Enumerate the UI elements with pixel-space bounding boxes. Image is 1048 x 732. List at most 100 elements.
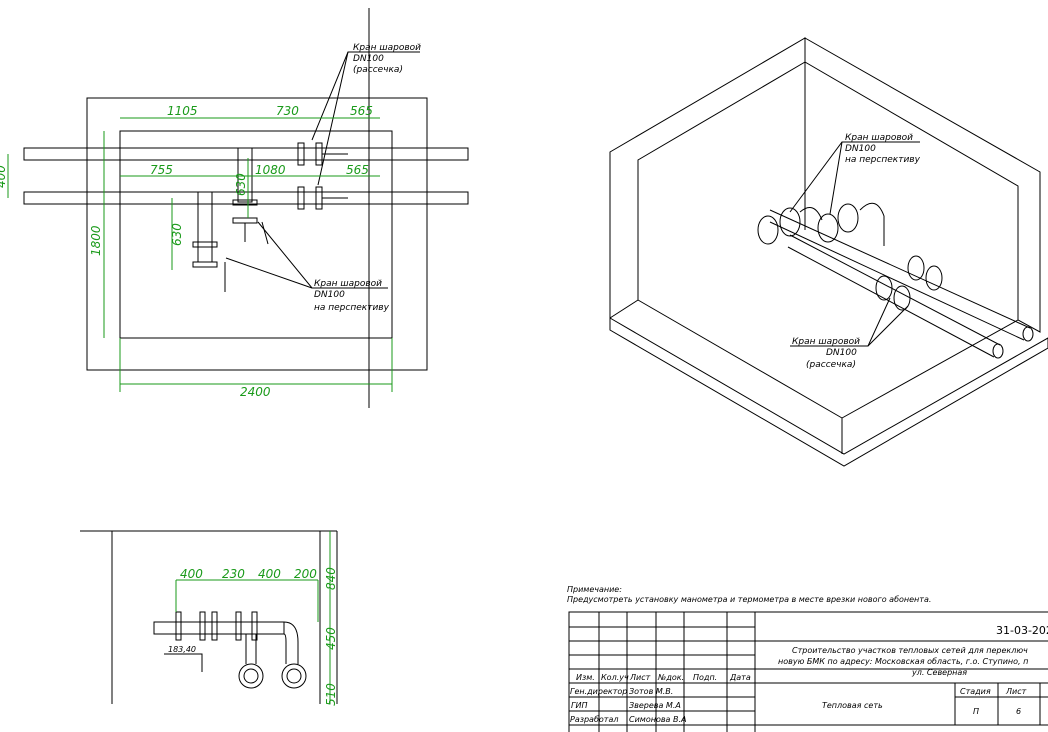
tb-project-line1: Строительство участков тепловых сетей дл… xyxy=(792,646,1028,655)
pipe-supply xyxy=(23,147,469,161)
flange-circle xyxy=(243,668,259,684)
dim-755: 755 xyxy=(150,163,173,177)
elbow xyxy=(799,207,823,221)
pipe-iso xyxy=(769,209,1031,329)
section-dim-450: 450 xyxy=(324,627,338,650)
valve-flange xyxy=(192,261,218,268)
flange-circle xyxy=(286,668,302,684)
section-elbow xyxy=(283,621,299,664)
pipe-end xyxy=(992,343,1004,359)
tb-list-value: 6 xyxy=(1016,707,1021,716)
chamber-inner xyxy=(119,130,393,339)
dim-1105: 1105 xyxy=(167,104,198,118)
valve-flange xyxy=(297,186,305,210)
leader-line xyxy=(867,305,909,347)
dim-400-left: 400 xyxy=(0,165,8,188)
note-text: Предусмотреть установку манометра и терм… xyxy=(567,595,931,604)
section-dim-400b: 400 xyxy=(258,567,281,581)
floor-edge xyxy=(637,299,843,419)
leader-line xyxy=(164,653,203,672)
valve-flange xyxy=(837,203,859,233)
section-dim-400a: 400 xyxy=(180,567,203,581)
valve-flange xyxy=(232,217,258,224)
title-block xyxy=(568,611,1048,732)
section-flange xyxy=(175,611,182,641)
tb-header-ndok: №док. xyxy=(657,673,684,682)
dim-1800: 1800 xyxy=(89,225,103,256)
floor-slab xyxy=(609,317,1048,467)
dim-630-riser: 630 xyxy=(234,173,248,196)
leader-line xyxy=(829,141,843,215)
flange-circle xyxy=(238,663,264,689)
dim-2400: 2400 xyxy=(240,385,271,399)
isometric-view xyxy=(609,37,1048,467)
valve-label-line1: Кран шаровой xyxy=(314,279,382,289)
dim-1080: 1080 xyxy=(255,163,286,177)
wall-right xyxy=(804,37,1041,333)
chamber-outer xyxy=(86,97,428,371)
valve-flange xyxy=(817,213,839,243)
floor-edge xyxy=(841,319,1019,419)
section-dim-840: 840 xyxy=(324,567,338,590)
pipe-iso xyxy=(769,221,1025,341)
tb-header-kol: Кол.уч xyxy=(601,673,629,682)
tb-header-izm: Изм. xyxy=(576,673,595,682)
section-dimensions xyxy=(175,531,331,704)
valve-flange xyxy=(875,275,893,301)
section-dim-183: 183,40 xyxy=(168,645,196,654)
section-dim-230: 230 xyxy=(222,567,245,581)
tb-name: Зверева М.А xyxy=(629,701,681,710)
tb-name: Зотов М.В. xyxy=(629,687,673,696)
pipe-iso xyxy=(787,246,995,358)
section-flange xyxy=(235,611,242,641)
tb-doc-code: 31-03-202 xyxy=(996,624,1048,637)
pipe-iso xyxy=(789,234,1001,346)
tb-role: ГИП xyxy=(571,701,587,710)
tb-project-line2: новую БМК по адресу: Московская область,… xyxy=(778,657,1028,666)
note-title: Примечание: xyxy=(567,585,622,594)
tb-role: Разработал xyxy=(570,715,618,724)
section-dim-200: 200 xyxy=(294,567,317,581)
valve-flange xyxy=(297,142,305,166)
tb-project-line3: ул. Северная xyxy=(911,668,967,677)
tb-header-data: Дата xyxy=(729,673,751,682)
riser-2 xyxy=(197,191,213,263)
valve-flange xyxy=(192,241,218,248)
leader-line xyxy=(225,257,313,289)
valve-handle xyxy=(261,221,269,245)
iso-valve-label-line1: Кран шаровой xyxy=(792,337,860,347)
flange-circle xyxy=(281,663,307,689)
tb-stage-value: П xyxy=(973,707,979,716)
iso-valve-label-line3: на перспективу xyxy=(845,155,921,165)
section-flange xyxy=(251,611,258,641)
tb-header-podp: Подп. xyxy=(693,673,717,682)
tb-sheet-name: Тепловая сеть xyxy=(822,701,883,710)
riser-1 xyxy=(237,147,253,203)
dim-730: 730 xyxy=(276,104,299,118)
section-flange xyxy=(199,611,206,641)
valve-label-line3: (рассечка) xyxy=(353,65,403,75)
iso-valve-label-line1: Кран шаровой xyxy=(845,133,913,143)
dim-565-top: 565 xyxy=(350,104,373,118)
valve-label-line1: Кран шаровой xyxy=(353,43,421,53)
iso-valve-label-line2: DN100 xyxy=(826,348,857,358)
valve-flange xyxy=(779,207,801,237)
pipe-return xyxy=(23,191,469,205)
valve-label-line2: DN100 xyxy=(353,54,384,64)
tb-role: Ген.директор xyxy=(570,687,627,696)
valve-label-line3: на перспективу xyxy=(314,303,390,313)
tb-header-list: Лист xyxy=(629,673,651,682)
section-pipe xyxy=(153,621,285,635)
iso-valve-label-line3: (рассечка) xyxy=(806,360,856,370)
pipe-end xyxy=(1022,326,1034,342)
dim-565-mid: 565 xyxy=(346,163,369,177)
valve-label-line2: DN100 xyxy=(314,290,345,300)
valve-flange xyxy=(925,265,943,291)
dim-630-left: 630 xyxy=(170,223,184,246)
wall-left xyxy=(609,37,806,319)
section-view xyxy=(80,530,338,704)
valve-flange xyxy=(893,285,911,311)
valve-flange xyxy=(232,199,258,206)
plan-dimensions xyxy=(7,117,393,392)
